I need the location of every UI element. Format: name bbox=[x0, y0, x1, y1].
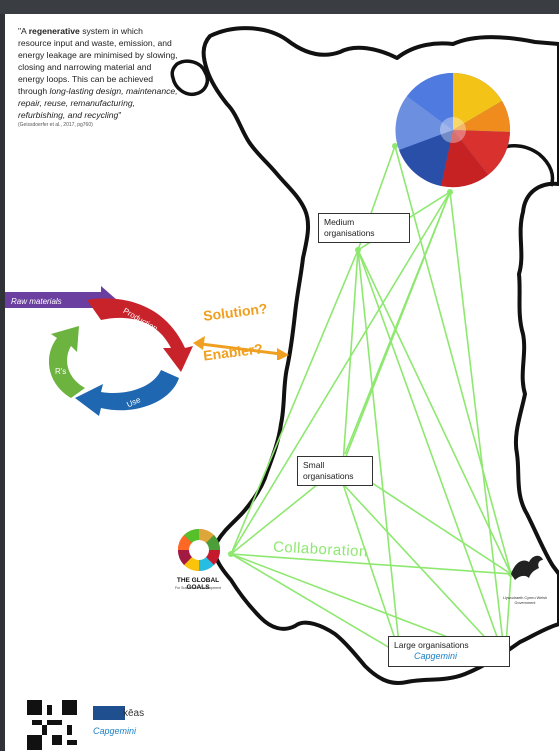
keas-logo: kēas bbox=[123, 708, 145, 719]
capgemini-footer-logo: Capgemini bbox=[93, 726, 137, 736]
small-organisations-box: Small organisations bbox=[297, 456, 373, 486]
eu-logo-icon bbox=[93, 706, 125, 720]
qr-code-icon bbox=[27, 700, 77, 750]
quote-citation: (Geissdoerfer et al., 2017, pg760) bbox=[18, 122, 93, 128]
quote-italic: long-lasting design, maintenance, repair… bbox=[18, 86, 178, 120]
large-organisations-box: Large organisations Capgemini bbox=[388, 636, 510, 667]
large-organisations-label: Large organisations bbox=[394, 640, 469, 650]
regenerative-quote: "A regenerative system in which resource… bbox=[18, 25, 178, 129]
circular-economy-wheel-icon bbox=[395, 72, 511, 188]
quote-body: system in which resource input and waste… bbox=[18, 26, 178, 96]
collaboration-network bbox=[230, 145, 512, 660]
sdg-subtitle: For Sustainable Development bbox=[174, 586, 222, 590]
quote-bold: regenerative bbox=[28, 26, 80, 36]
welsh-dragon-icon bbox=[511, 555, 543, 580]
capgemini-logo: Capgemini bbox=[414, 651, 458, 661]
sdg-wheel-icon bbox=[177, 528, 221, 572]
anglesey-outline bbox=[170, 59, 210, 97]
double-arrow-icon bbox=[193, 336, 289, 360]
welsh-government-label: Llywodraeth Cymru Welsh Government bbox=[502, 596, 548, 605]
window-top-strip bbox=[0, 0, 559, 14]
rs-label: R's bbox=[55, 367, 66, 376]
raw-materials-label: Raw materials bbox=[11, 297, 62, 306]
medium-organisations-box: Medium organisations bbox=[318, 213, 410, 243]
poster: "A regenerative system in which resource… bbox=[5, 14, 559, 751]
circular-process-arrows: Raw materials Production Use R's bbox=[5, 286, 193, 416]
quote-open: "A bbox=[18, 26, 29, 36]
wales-map bbox=[170, 26, 559, 685]
quote-close: " bbox=[118, 110, 122, 120]
sdg-title: THE GLOBAL GOALS bbox=[176, 577, 220, 591]
